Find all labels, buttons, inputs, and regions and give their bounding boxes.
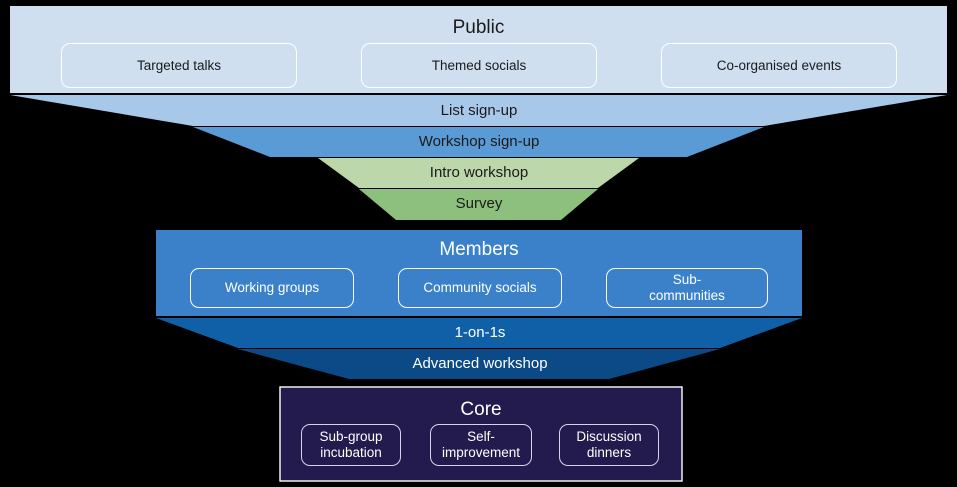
chip-themed-socials[interactable]: Themed socials xyxy=(361,43,597,88)
public-section-title: Public xyxy=(452,17,505,38)
band-label-advanced-workshop: Advanced workshop xyxy=(412,354,548,372)
chip-sub-communities-label-line2: communities xyxy=(649,288,725,303)
public-block-shape xyxy=(10,6,947,93)
chip-sub-communities[interactable]: Sub- communities xyxy=(606,268,768,308)
chip-discussion-dinners[interactable]: Discussion dinners xyxy=(559,424,659,466)
chip-discussion-dinners-label-line1: Discussion xyxy=(576,429,642,445)
band-advanced-workshop-shape xyxy=(238,349,720,379)
chip-self-improvement-label-line1: Self- xyxy=(467,429,495,445)
band-1on1s-shape xyxy=(156,318,802,348)
chip-working-groups[interactable]: Working groups xyxy=(190,268,354,308)
chip-self-improvement[interactable]: Self- improvement xyxy=(430,424,532,466)
chip-co-organised-events-label: Co-organised events xyxy=(716,57,842,73)
band-label-list-signup: List sign-up xyxy=(440,101,518,119)
chip-community-socials[interactable]: Community socials xyxy=(398,268,562,308)
core-section-title: Core xyxy=(460,399,502,420)
band-intro-workshop-shape xyxy=(318,158,639,188)
chip-sub-communities-label-line1: Sub- xyxy=(672,272,702,288)
chip-co-organised-events[interactable]: Co-organised events xyxy=(661,43,897,88)
band-workshop-signup-shape xyxy=(193,127,764,157)
chip-sub-group-incubation-label-line2: incubation xyxy=(320,445,382,460)
chip-themed-socials-label: Themed socials xyxy=(431,57,527,73)
chip-self-improvement-label-line2: improvement xyxy=(441,445,521,460)
members-block-shape xyxy=(156,230,802,316)
band-label-survey: Survey xyxy=(455,195,503,213)
band-label-1on1s: 1-on-1s xyxy=(454,323,506,341)
chip-targeted-talks[interactable]: Targeted talks xyxy=(61,43,297,88)
members-section-title: Members xyxy=(439,239,519,260)
chip-working-groups-label: Working groups xyxy=(224,280,320,296)
chip-sub-group-incubation[interactable]: Sub-group incubation xyxy=(301,424,401,466)
chip-community-socials-label: Community socials xyxy=(423,280,537,296)
band-label-workshop-signup: Workshop sign-up xyxy=(418,132,540,150)
band-survey-shape xyxy=(359,189,598,220)
band-list-signup-shape xyxy=(10,95,947,126)
band-label-intro-workshop: Intro workshop xyxy=(429,163,529,181)
chip-discussion-dinners-label-line2: dinners xyxy=(586,445,632,460)
chip-sub-group-incubation-label-line1: Sub-group xyxy=(319,429,383,445)
chip-targeted-talks-label: Targeted talks xyxy=(136,57,222,73)
